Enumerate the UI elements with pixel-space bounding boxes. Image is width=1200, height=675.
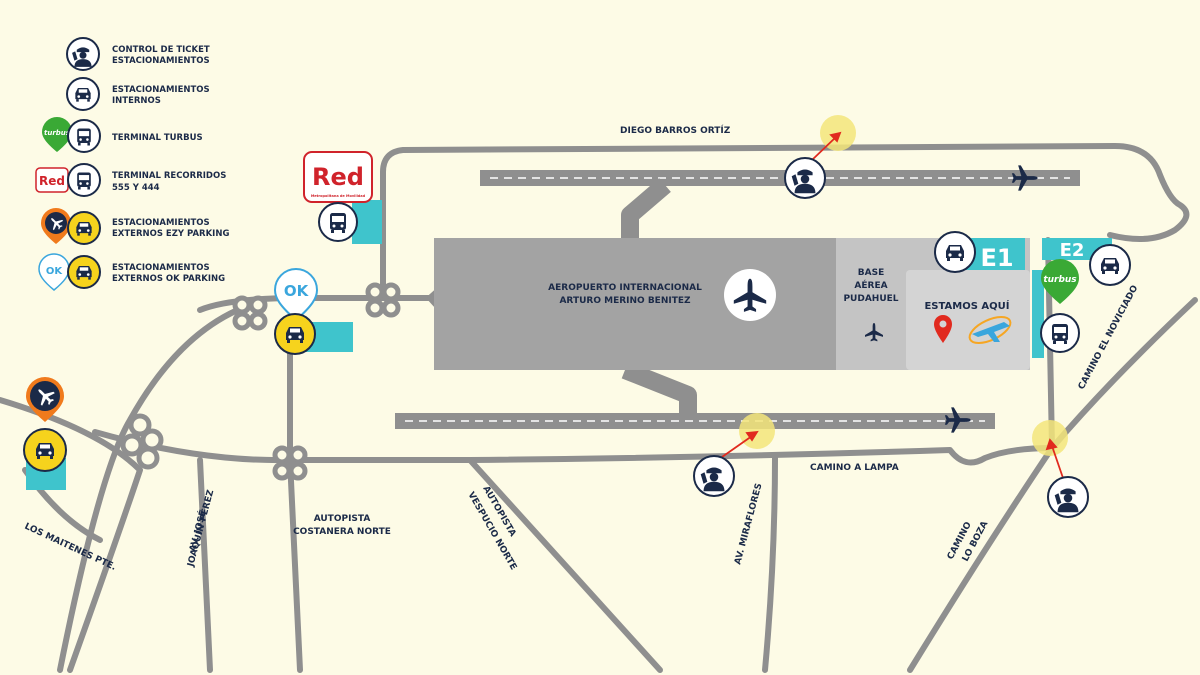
street-miraflores: AV. MIRAFLORES [733,482,764,565]
legend-text-6a: ESTACIONAMIENTOS [112,263,210,273]
legend-ok-logo: OK [46,266,64,277]
ticket-control-north-marker[interactable] [784,157,826,199]
street-camino-lampa: CAMINO A LAMPA [810,463,899,473]
ok-logo: OK [284,282,310,300]
e2-label: E2 [1060,240,1085,261]
west-curve-road [57,302,253,673]
airport-plane-icon [724,269,776,321]
legend-turbus-logo: turbus [44,129,70,137]
red-terminal-marker[interactable]: Red Metropolitana de Movilidad [303,151,373,242]
camino-loboza-south-road [907,445,1055,673]
legend-text-5b: EXTERNOS EZY PARKING [112,229,229,239]
estamos-aqui-label: ESTAMOS AQUÍ [924,299,1009,312]
legend-text-4a: TERMINAL RECORRIDOS [112,171,226,181]
legend-item-turbus: turbus TERMINAL TURBUS [42,117,203,153]
vespucio-road [467,457,663,673]
runway-north [480,170,1080,186]
street-costanera-1: AUTOPISTA [314,514,371,524]
interchange-terminal [365,282,401,318]
legend-text-4b: 555 Y 444 [112,183,160,193]
interchange-maitenes [120,413,164,470]
camino-lampa-road [92,429,1055,466]
legend-text-1a: CONTROL DE TICKET [112,45,210,55]
interchange-costanera [272,445,308,481]
street-camino-noviciado: CAMINO EL NOVICIADO [1077,284,1141,392]
fach-jet-emblem-icon [968,316,1012,344]
legend-text-3: TERMINAL TURBUS [112,133,203,143]
maitenes-road [0,397,143,673]
street-diego-barros: DIEGO BARROS ORTÍZ [620,124,731,136]
legend-item-ticket-control: CONTROL DE TICKET ESTACIONAMIENTOS [66,37,210,71]
miraflores-road [762,455,778,673]
internal-parking-e2-marker[interactable] [1089,244,1131,286]
diego-barros-road [380,143,1190,295]
turbus-logo: turbus [1043,275,1077,285]
legend-text-6b: EXTERNOS OK PARKING [112,274,225,284]
street-maitenes: LOS MAITENES PTE. [23,522,118,573]
taxiway-south [621,361,697,418]
ticket-control-south-marker[interactable] [693,455,735,497]
legend-text-2b: INTERNOS [112,96,161,106]
base-label-line2: AÉREA [854,279,887,291]
legend-item-ok: OK ESTACIONAMIENTOS EXTERNOS OK PARKING [38,253,225,291]
legend-text-5a: ESTACIONAMIENTOS [112,218,210,228]
base-label-line1: BASE [858,268,884,278]
ezy-parking-marker[interactable] [23,377,67,472]
legend-item-internal-parking: ESTACIONAMIENTOS INTERNOS [66,77,210,111]
airport-name-line2: ARTURO MERINO BENITEZ [559,296,691,306]
costanera-road [287,457,303,673]
turbus-pin-icon [42,117,72,152]
airport-name-line1: AEROPUERTO INTERNACIONAL [548,283,702,293]
legend-item-ezy: ESTACIONAMIENTOS EXTERNOS EZY PARKING [41,208,229,245]
turbus-terminal-marker[interactable]: turbus [1040,259,1080,353]
red-logo: Red [312,163,364,191]
red-logo-tagline: Metropolitana de Movilidad [311,194,366,198]
legend-text-2a: ESTACIONAMIENTOS [112,85,210,95]
interchange-west [232,295,268,331]
e1-label: E1 [980,244,1013,272]
estamos-aqui-area [906,270,1030,370]
joaquin-perez-south-road [197,457,213,673]
runway-plane-north-icon [1011,165,1038,191]
legend-item-red: Red TERMINAL RECORRIDOS 555 Y 444 [35,163,226,197]
legend-text-1b: ESTACIONAMIENTOS [112,56,210,66]
base-label-line3: PUDAHUEL [843,294,898,304]
ticket-control-highlights [721,115,1068,479]
legend-red-logo: Red [39,174,65,188]
taxiway-north [621,178,671,238]
interchanges [120,282,401,481]
street-costanera-2: COSTANERA NORTE [293,527,391,537]
legend: CONTROL DE TICKET ESTACIONAMIENTOS ESTAC… [35,37,229,291]
internal-parking-e1-marker[interactable] [934,231,976,273]
runway-south [395,413,995,429]
ok-parking-marker[interactable]: OK [273,268,319,355]
road-network [0,143,1198,673]
location-pin-icon [934,315,952,343]
ok-parking-icon [38,253,70,291]
ticket-control-east-marker[interactable] [1047,476,1089,518]
